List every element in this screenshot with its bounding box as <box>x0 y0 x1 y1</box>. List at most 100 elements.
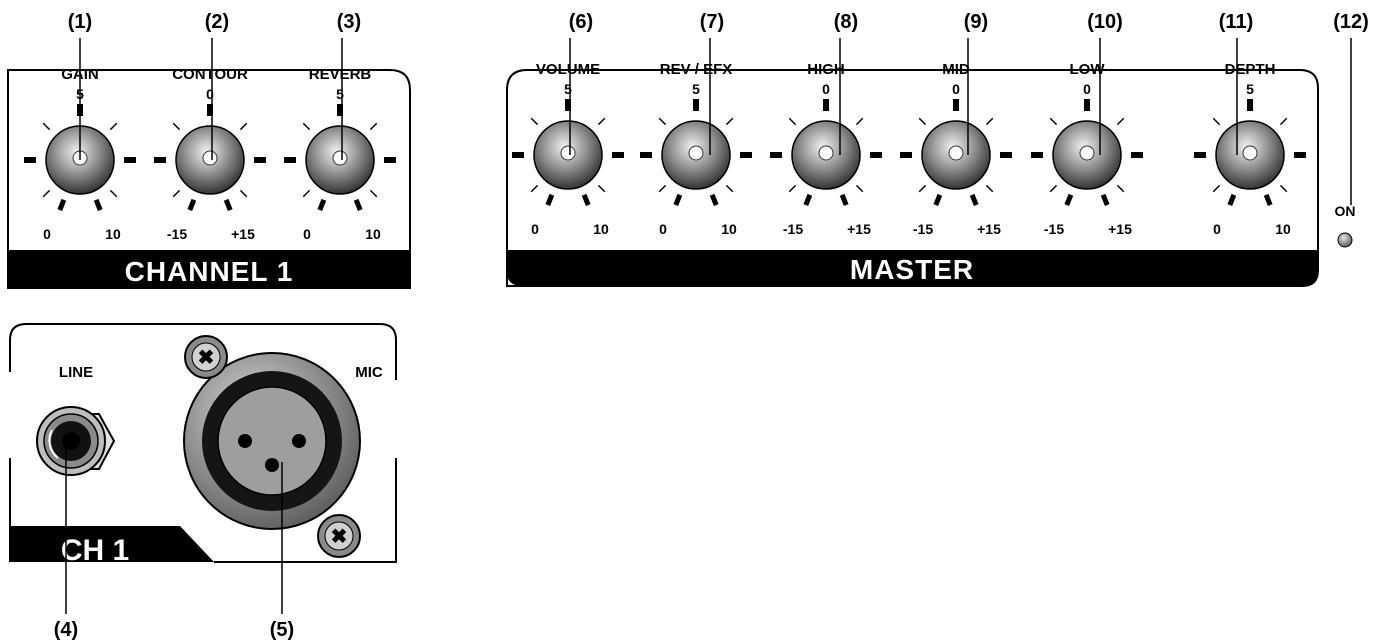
tick-mark <box>855 184 864 193</box>
power-indicator: ON <box>1335 203 1356 248</box>
tick-mark <box>1100 193 1110 207</box>
tick-mark <box>740 152 752 158</box>
knob-center-value: 0 <box>822 81 830 97</box>
knob-label: REV / EFX <box>660 61 733 78</box>
knob-max-value: 10 <box>105 226 121 242</box>
tick-mark <box>985 117 994 126</box>
screw-icon: ✖ <box>184 335 228 379</box>
power-led-icon <box>1337 232 1353 248</box>
tick-mark <box>369 122 378 131</box>
tick-mark <box>109 189 118 198</box>
tick-mark <box>1049 184 1058 193</box>
callout-number: (1) <box>68 11 92 33</box>
line-input-label: LINE <box>59 364 93 381</box>
knob-label: HIGH <box>807 61 845 78</box>
knob-min-value: 0 <box>659 221 667 237</box>
tick-mark <box>788 184 797 193</box>
svg-text:✖: ✖ <box>331 526 348 548</box>
tick-mark <box>597 117 606 126</box>
tick-mark <box>317 198 327 212</box>
tick-mark <box>969 193 979 207</box>
callout-number: (8) <box>834 11 858 33</box>
tick-mark <box>337 104 343 116</box>
tick-mark <box>918 117 927 126</box>
tick-mark <box>803 193 813 207</box>
tick-mark <box>172 122 181 131</box>
input-panel: CH 1 LINE MIC ✖ <box>9 323 397 567</box>
callout-number: (7) <box>700 11 724 33</box>
tick-mark <box>530 184 539 193</box>
tick-mark <box>1212 184 1221 193</box>
callout-number: (10) <box>1087 11 1123 33</box>
tick-mark <box>725 117 734 126</box>
tick-mark <box>1279 184 1288 193</box>
tick-mark <box>384 157 396 163</box>
knob-max-value: +15 <box>1108 221 1132 237</box>
tick-mark <box>900 152 912 158</box>
tick-mark <box>1116 184 1125 193</box>
tick-mark <box>1064 193 1074 207</box>
knob-pointer <box>332 150 348 166</box>
tick-mark <box>1227 193 1237 207</box>
tick-mark <box>284 157 296 163</box>
knob-min-value: 0 <box>1213 221 1221 237</box>
tick-mark <box>693 99 699 111</box>
callout-number: (11) <box>1219 11 1253 33</box>
tick-mark <box>725 184 734 193</box>
tick-mark <box>839 193 849 207</box>
knob-label: DEPTH <box>1225 61 1276 78</box>
knob-center-value: 5 <box>336 86 344 102</box>
tick-mark <box>1294 152 1306 158</box>
knob-min-value: -15 <box>1044 221 1064 237</box>
tick-mark <box>1247 99 1253 111</box>
knob-min-value: -15 <box>913 221 933 237</box>
tick-mark <box>640 152 652 158</box>
tick-mark <box>1263 193 1273 207</box>
knob-center-value: 0 <box>952 81 960 97</box>
knob-pointer <box>1079 145 1095 161</box>
tick-mark <box>788 117 797 126</box>
tick-mark <box>302 122 311 131</box>
tick-mark <box>658 117 667 126</box>
tick-mark <box>239 122 248 131</box>
knob-min-value: -15 <box>167 226 187 242</box>
knob-label: LOW <box>1070 61 1106 78</box>
callout-number: (12) <box>1333 11 1369 33</box>
tick-mark <box>565 99 571 111</box>
knob-min-value: 0 <box>303 226 311 242</box>
tick-mark <box>239 189 248 198</box>
power-label: ON <box>1335 203 1356 219</box>
tick-mark <box>1212 117 1221 126</box>
knob-pointer <box>818 145 834 161</box>
line-input-jack[interactable] <box>36 406 116 476</box>
svg-text:✖: ✖ <box>198 347 215 369</box>
tick-mark <box>985 184 994 193</box>
mic-input-xlr[interactable] <box>183 352 361 530</box>
tick-mark <box>581 193 591 207</box>
master-title: MASTER <box>850 254 974 285</box>
callout-number: (5) <box>270 619 294 641</box>
input-channel-tag: CH 1 <box>61 534 129 567</box>
callout-number: (2) <box>205 11 229 33</box>
knob-max-value: +15 <box>977 221 1001 237</box>
knob-max-value: 10 <box>721 221 737 237</box>
callout-number: (4) <box>54 619 78 641</box>
tick-mark <box>512 152 524 158</box>
master-panel: MASTER <box>506 69 1319 287</box>
screw-icon: ✖ <box>317 514 361 558</box>
tick-mark <box>154 157 166 163</box>
tick-mark <box>254 157 266 163</box>
tick-mark <box>353 198 363 212</box>
mic-input-label: MIC <box>355 364 383 381</box>
tick-mark <box>1084 99 1090 111</box>
knob-pointer <box>560 145 576 161</box>
tick-mark <box>612 152 624 158</box>
